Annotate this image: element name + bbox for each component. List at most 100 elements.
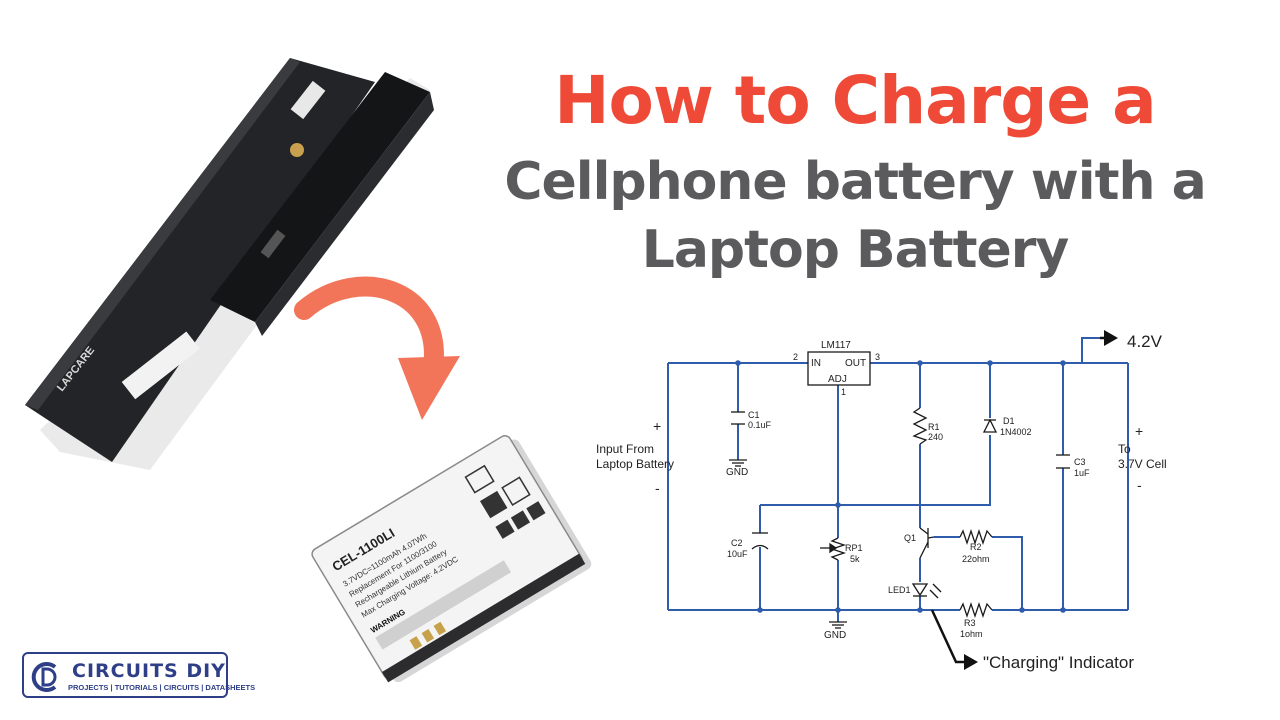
circuits-diy-logo: CIRCUITS DIY PROJECTS | TUTORIALS | CIRC… bbox=[22, 652, 255, 698]
cell-battery-symbol-3 bbox=[526, 501, 546, 521]
junction-dot bbox=[835, 607, 841, 613]
indicator-arrow-head bbox=[964, 654, 978, 670]
cell-battery-contact-2 bbox=[421, 628, 435, 643]
input-label-1: Input From bbox=[596, 442, 654, 456]
circuit-labels: LM117 IN OUT ADJ 2 3 1 4.2V + Input From… bbox=[596, 332, 1167, 672]
r1-ref: R1 bbox=[928, 422, 940, 432]
laptop-battery-barcode-sticker bbox=[121, 331, 200, 400]
junction-dot bbox=[917, 360, 923, 366]
c1-value: 0.1uF bbox=[748, 420, 772, 430]
logo-brand: CIRCUITS DIY bbox=[72, 660, 226, 682]
wire-output-tap bbox=[1081, 337, 1100, 363]
title-line-2: Cellphone battery with a bbox=[504, 152, 1206, 212]
laptop-battery-image: LAPCARE bbox=[25, 58, 434, 470]
r1-symbol bbox=[912, 407, 928, 445]
q1-symbol bbox=[919, 541, 929, 559]
input-label-2: Laptop Battery bbox=[596, 457, 674, 471]
c1-ref: C1 bbox=[748, 410, 760, 420]
c2-value: 10uF bbox=[727, 549, 748, 559]
logo-cd-icon bbox=[31, 662, 57, 692]
regulator-pin-adj: 1 bbox=[841, 387, 846, 397]
rp1-value: 5k bbox=[850, 554, 860, 564]
cell-battery-contact-1 bbox=[409, 636, 423, 650]
regulator-pin-out: 3 bbox=[875, 352, 880, 362]
c3-ref: C3 bbox=[1074, 457, 1086, 467]
laptop-battery-connector-block bbox=[210, 72, 430, 322]
title-line-3: Laptop Battery bbox=[641, 220, 1070, 280]
cell-battery-recycle-icon bbox=[479, 490, 508, 519]
wire-r2-right bbox=[992, 536, 1023, 610]
output-label-1: To bbox=[1118, 442, 1131, 456]
indicator-arrow bbox=[930, 609, 966, 664]
d1-ref: D1 bbox=[1003, 416, 1015, 426]
led1-symbol bbox=[911, 583, 929, 597]
logo-cd-icon bbox=[41, 667, 57, 687]
cell-battery-fine-print bbox=[375, 560, 512, 650]
led1-symbol bbox=[929, 589, 939, 599]
lm117-regulator bbox=[807, 351, 871, 386]
junction-dot bbox=[835, 502, 841, 508]
cell-battery-bin-icon bbox=[501, 476, 531, 506]
r1-value: 240 bbox=[928, 432, 943, 442]
r3-symbol bbox=[959, 601, 993, 619]
junction-dots bbox=[735, 360, 1066, 613]
rp1-ref: RP1 bbox=[845, 543, 863, 553]
led1-symbol bbox=[932, 583, 942, 593]
circuit-schematic: LM117 IN OUT ADJ 2 3 1 4.2V + Input From… bbox=[596, 330, 1167, 672]
logo-cd-icon bbox=[31, 662, 57, 692]
laptop-battery-hologram bbox=[290, 143, 304, 157]
regulator-in: IN bbox=[811, 358, 821, 369]
junction-dot bbox=[987, 360, 993, 366]
regulator-pin-in: 2 bbox=[793, 352, 798, 362]
cell-battery-image: CEL-1100LI 3.7VDC=1100mAh 4.07Wh Replace… bbox=[311, 435, 592, 683]
c3-value: 1uF bbox=[1074, 468, 1090, 478]
r3-ref: R3 bbox=[964, 618, 976, 628]
input-plus: + bbox=[653, 418, 661, 434]
d1-value: 1N4002 bbox=[1000, 427, 1032, 437]
laptop-battery-contact-pins bbox=[260, 229, 286, 259]
component-symbols bbox=[729, 351, 1070, 629]
output-arrow-head bbox=[1104, 330, 1118, 346]
laptop-battery-warning-label bbox=[290, 80, 326, 120]
junction-dot bbox=[1060, 360, 1066, 366]
q1-ref: Q1 bbox=[904, 533, 916, 543]
r2-ref: R2 bbox=[970, 542, 982, 552]
junction-dot bbox=[757, 607, 763, 613]
regulator-name: LM117 bbox=[821, 340, 851, 351]
junction-dot bbox=[1019, 607, 1025, 613]
junction-dot bbox=[735, 360, 741, 366]
junction-dot bbox=[917, 607, 923, 613]
gnd-label-bottom: GND bbox=[824, 630, 846, 641]
laptop-battery-connector-side bbox=[255, 92, 434, 336]
vout-label: 4.2V bbox=[1127, 332, 1163, 351]
transfer-arrow bbox=[294, 276, 460, 420]
input-minus: - bbox=[655, 480, 660, 496]
cell-battery-symbol-2 bbox=[510, 510, 531, 530]
regulator-adj: ADJ bbox=[828, 374, 847, 385]
c2-ref: C2 bbox=[731, 538, 743, 548]
junction-dot bbox=[1060, 607, 1066, 613]
gnd-label-left: GND bbox=[726, 467, 748, 478]
charging-indicator-label: "Charging" Indicator bbox=[983, 653, 1134, 672]
led1-ref: LED1 bbox=[888, 585, 911, 595]
r2-value: 22ohm bbox=[962, 554, 990, 564]
output-plus: + bbox=[1135, 423, 1143, 439]
cell-battery-contact-3 bbox=[433, 621, 447, 636]
cell-battery-ce-mark bbox=[464, 464, 495, 494]
output-label-2: 3.7V Cell bbox=[1118, 457, 1167, 471]
logo-tagline: PROJECTS | TUTORIALS | CIRCUITS | DATASH… bbox=[68, 683, 256, 692]
transfer-arrow-head bbox=[398, 356, 460, 420]
d1-symbol bbox=[982, 418, 998, 433]
output-minus: - bbox=[1137, 477, 1142, 493]
cell-battery-symbol-1 bbox=[495, 519, 515, 539]
wire-adj-feedback bbox=[838, 435, 991, 506]
r3-value: 1ohm bbox=[960, 629, 983, 639]
indicator-arrows bbox=[930, 336, 1110, 664]
cell-battery-edge bbox=[381, 553, 586, 683]
rp1-wiper bbox=[829, 542, 838, 554]
q1-symbol bbox=[927, 536, 935, 539]
laptop-battery-body bbox=[25, 58, 375, 462]
q1-symbol bbox=[919, 527, 929, 535]
transfer-arrow-shaft bbox=[294, 276, 444, 384]
